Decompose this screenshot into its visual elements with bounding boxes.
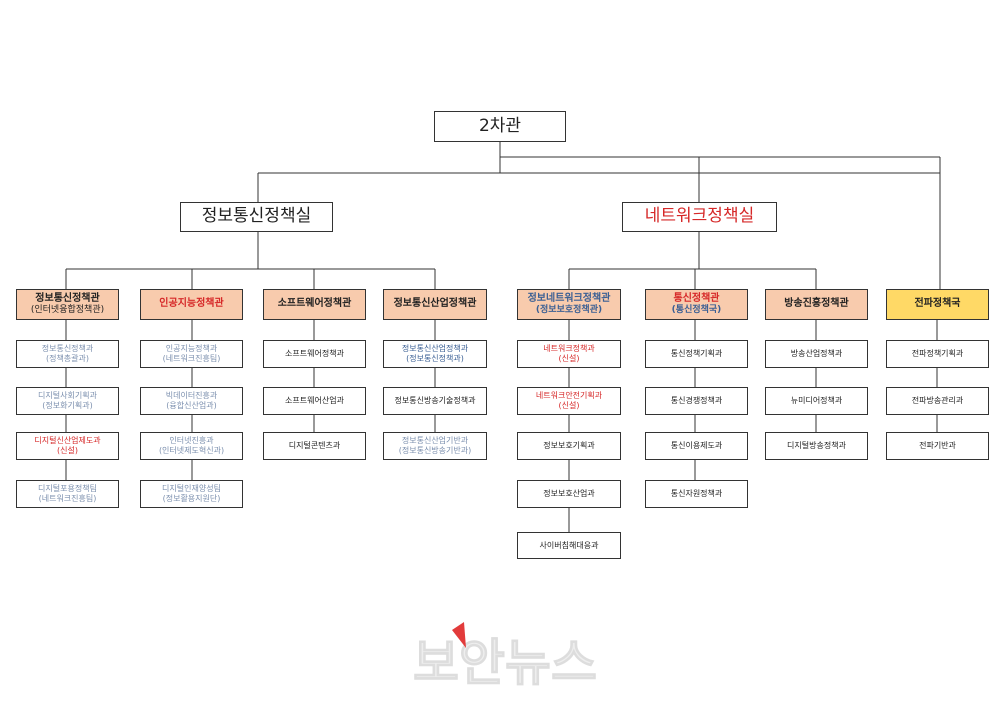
unit-box: 디지털콘텐츠과	[263, 432, 366, 460]
unit-sublabel: (신설)	[57, 446, 78, 455]
unit-label: 소프트웨어산업과	[285, 396, 344, 405]
root-label: 2차관	[478, 115, 522, 136]
bureau-label: 소프트웨어정책관	[277, 298, 352, 310]
unit-sublabel: (정보화기획과)	[42, 401, 93, 410]
unit-box: 정보통신산업정책과 (정보통신정책과)	[383, 340, 487, 368]
bureau-box: 인공지능정책관	[140, 289, 243, 320]
unit-label: 통신자원정책과	[670, 489, 723, 498]
unit-label: 사이버침해대응과	[539, 540, 599, 550]
unit-label: 네트워크정책과	[543, 344, 595, 353]
unit-sublabel: (신설)	[558, 401, 580, 410]
watermark-logo: 보안뉴스	[413, 622, 598, 693]
unit-label: 디지털사회기획과	[38, 391, 97, 400]
unit-sublabel: (정보통신방송기반과)	[398, 446, 472, 455]
unit-box: 디지털사회기획과 (정보화기획과)	[16, 387, 119, 415]
unit-label: 빅데이터진흥과	[165, 391, 218, 400]
unit-box: 통신자원정책과	[645, 480, 748, 508]
unit-box: 빅데이터진흥과 (융합신산업과)	[140, 387, 243, 415]
bureau-box: 방송진흥정책관	[765, 289, 868, 320]
unit-box: 소프트웨어정책과	[263, 340, 366, 368]
unit-label: 정보통신산업기반과	[401, 436, 469, 445]
unit-label: 디지털방송정책과	[787, 441, 846, 450]
unit-box: 통신이용제도과	[645, 432, 748, 460]
unit-sublabel: (정보활용지원단)	[162, 494, 221, 503]
bureau-box: 소프트웨어정책관	[263, 289, 366, 320]
unit-label: 통신경쟁정책과	[670, 396, 723, 405]
bureau-label: 인공지능정책관	[159, 298, 224, 310]
unit-label: 정보통신방송기술정책과	[394, 396, 476, 405]
unit-label: 디지털인재양성팀	[162, 484, 221, 493]
bureau-label: 정보통신정책관	[35, 292, 100, 304]
unit-label: 정보보호산업과	[543, 489, 595, 498]
unit-box: 전파방송관리과	[886, 387, 989, 415]
unit-box: 디지털포용정책팀 (네트워크진흥팀)	[16, 480, 119, 508]
watermark-text: 보안뉴스	[413, 634, 597, 692]
unit-box: 사이버침해대응과	[517, 532, 621, 559]
unit-box: 인공지능정책과 (네트워크진흥팀)	[140, 340, 243, 368]
bureau-box: 정보네트워크정책관 (정보보호정책관)	[517, 289, 621, 320]
unit-label: 네트워크안전기획과	[535, 391, 603, 400]
bureau-label: 정보통신산업정책관	[393, 298, 477, 310]
unit-sublabel: (네트워크진흥팀)	[162, 354, 221, 363]
unit-box: 정보통신방송기술정책과	[383, 387, 487, 415]
bureau-box-standalone: 전파정책국	[886, 289, 989, 320]
unit-label: 정보통신정책과	[41, 344, 94, 353]
unit-sublabel: (네트워크진흥팀)	[38, 494, 97, 503]
bureau-sublabel: (정보보호정책관)	[535, 305, 603, 316]
unit-label: 전파정책기획과	[911, 349, 964, 358]
bureau-label: 전파정책국	[914, 298, 961, 310]
root-box: 2차관	[434, 111, 566, 142]
unit-box: 통신정책기획과	[645, 340, 748, 368]
unit-sublabel: (정책총괄과)	[45, 354, 90, 363]
unit-sublabel: (정보통신정책과)	[406, 354, 464, 363]
unit-label: 통신정책기획과	[670, 349, 723, 358]
unit-label: 디지털신산업제도과	[34, 436, 101, 445]
unit-box: 디지털방송정책과	[765, 432, 868, 460]
unit-box: 인터넷진흥과 (인터넷제도혁신과)	[140, 432, 243, 460]
unit-box: 네트워크안전기획과 (신설)	[517, 387, 621, 415]
unit-box: 전파기반과	[886, 432, 989, 460]
unit-box: 뉴미디어정책과	[765, 387, 868, 415]
unit-label: 뉴미디어정책과	[790, 396, 843, 405]
unit-label: 인터넷진흥과	[169, 436, 214, 445]
bureau-box: 통신정책관 (통신정책국)	[645, 289, 748, 320]
unit-sublabel: (인터넷제도혁신과)	[158, 446, 225, 455]
unit-box: 정보통신정책과 (정책총괄과)	[16, 340, 119, 368]
unit-box: 소프트웨어산업과	[263, 387, 366, 415]
unit-box: 네트워크정책과 (신설)	[517, 340, 621, 368]
unit-box: 디지털신산업제도과 (신설)	[16, 432, 119, 460]
unit-box: 정보보호산업과	[517, 480, 621, 508]
unit-sublabel: (신설)	[558, 354, 580, 363]
unit-label: 전파기반과	[919, 441, 956, 450]
unit-label: 디지털포용정책팀	[38, 484, 97, 493]
unit-sublabel: (융합신산업과)	[166, 401, 217, 410]
division-box-2: 네트워크정책실	[622, 202, 777, 232]
unit-box: 방송산업정책과	[765, 340, 868, 368]
unit-label: 전파방송관리과	[911, 396, 964, 405]
unit-label: 소프트웨어정책과	[285, 349, 344, 358]
unit-label: 정보통신산업정책과	[401, 344, 469, 353]
bureau-box: 정보통신정책관 (인터넷융합정책관)	[16, 289, 119, 320]
unit-label: 방송산업정책과	[790, 349, 843, 358]
division-label: 정보통신정책실	[201, 206, 312, 227]
unit-box: 전파정책기획과	[886, 340, 989, 368]
bureau-label: 통신정책관	[673, 292, 720, 304]
division-box-1: 정보통신정책실	[180, 202, 333, 232]
unit-label: 인공지능정책과	[165, 344, 218, 353]
bureau-label: 정보네트워크정책관	[527, 292, 611, 304]
bureau-sublabel: (통신정책국)	[671, 305, 722, 316]
bureau-label: 방송진흥정책관	[784, 298, 849, 310]
bureau-box: 정보통신산업정책관	[383, 289, 487, 320]
unit-label: 정보보호기획과	[543, 441, 595, 450]
unit-box: 정보통신산업기반과 (정보통신방송기반과)	[383, 432, 487, 460]
unit-box: 디지털인재양성팀 (정보활용지원단)	[140, 480, 243, 508]
unit-label: 디지털콘텐츠과	[288, 441, 341, 450]
pen-tip-icon	[452, 622, 466, 648]
unit-label: 통신이용제도과	[670, 441, 723, 450]
division-label: 네트워크정책실	[644, 206, 755, 227]
bureau-sublabel: (인터넷융합정책관)	[30, 305, 105, 316]
unit-box: 정보보호기획과	[517, 432, 621, 460]
unit-box: 통신경쟁정책과	[645, 387, 748, 415]
